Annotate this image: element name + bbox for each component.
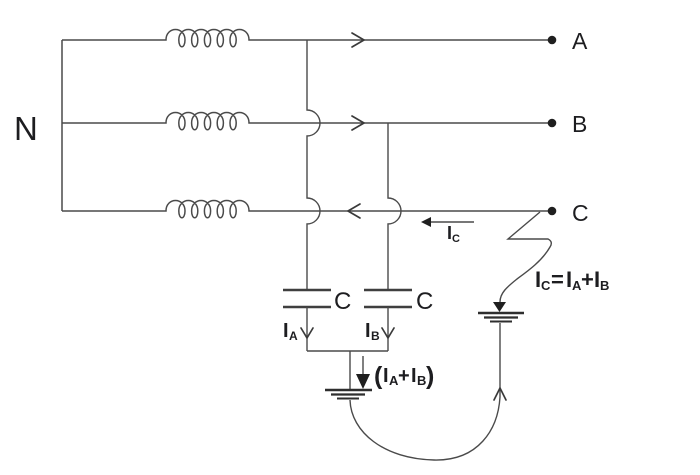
ib-current-label: I — [365, 320, 371, 342]
capacitor-a-label: C — [334, 288, 351, 315]
phase-a-wire-with-inductor — [62, 28, 552, 48]
eq-i3: I — [594, 267, 600, 292]
phase-c-terminal-dot — [547, 206, 557, 216]
sum-plus: + — [398, 365, 410, 387]
ib-current-arrow-icon — [381, 327, 395, 339]
eq-sub1: C — [541, 278, 551, 293]
phase-b-terminal-dot — [547, 118, 557, 128]
eq-sub3: B — [600, 278, 609, 293]
eq-equals: = — [551, 267, 564, 292]
ic-current-subscript: C — [452, 233, 460, 245]
fault-equation-label: I C = I A + I B — [535, 267, 609, 293]
phase-a-label: A — [572, 28, 588, 54]
phase-a-current-arrow-icon — [351, 32, 365, 48]
phase-c-label: C — [572, 200, 589, 226]
ic-annotation-arrowhead-icon — [421, 217, 431, 227]
earth-return-path-wire — [349, 323, 501, 461]
phase-b-capacitor-tap-wire — [387, 123, 402, 290]
eq-sub2: A — [572, 278, 582, 293]
sum-sub2: B — [417, 373, 426, 388]
ground-sum-label: ( I A + I B ) — [374, 362, 434, 390]
sum-close-paren: ) — [426, 362, 434, 390]
left-earth-ground-icon — [325, 388, 372, 400]
phase-b-current-arrow-icon — [351, 115, 365, 131]
fault-zigzag-wire — [499, 211, 552, 303]
eq-plus: + — [581, 267, 594, 292]
phase-b-wire-with-inductor — [62, 111, 552, 131]
sum-current-arrowhead-icon — [356, 374, 370, 389]
earth-return-arrow-icon — [493, 387, 507, 401]
eq-i1: I — [535, 267, 541, 292]
ic-current-label: I — [447, 223, 452, 243]
neutral-label: N — [14, 110, 38, 147]
sum-sub1: A — [389, 373, 399, 388]
right-earth-ground-icon — [478, 311, 524, 323]
ia-current-subscript: A — [289, 329, 298, 343]
eq-i2: I — [566, 267, 572, 292]
sum-i2: I — [411, 365, 417, 387]
phase-a-capacitor-tap-wire — [306, 40, 321, 290]
ia-current-arrow-icon — [300, 327, 314, 339]
capacitor-b-label: C — [416, 288, 433, 315]
phase-a-terminal-dot — [547, 35, 557, 45]
fault-current-arrowhead-icon — [493, 302, 506, 312]
phase-c-wire-with-inductor — [62, 199, 552, 219]
phase-b-label: B — [572, 111, 587, 137]
ia-current-label: I — [283, 320, 289, 342]
phase-c-current-arrow-icon — [347, 203, 361, 219]
sum-open-paren: ( — [374, 362, 383, 390]
sum-i1: I — [383, 365, 389, 387]
ib-current-subscript: B — [371, 329, 380, 343]
